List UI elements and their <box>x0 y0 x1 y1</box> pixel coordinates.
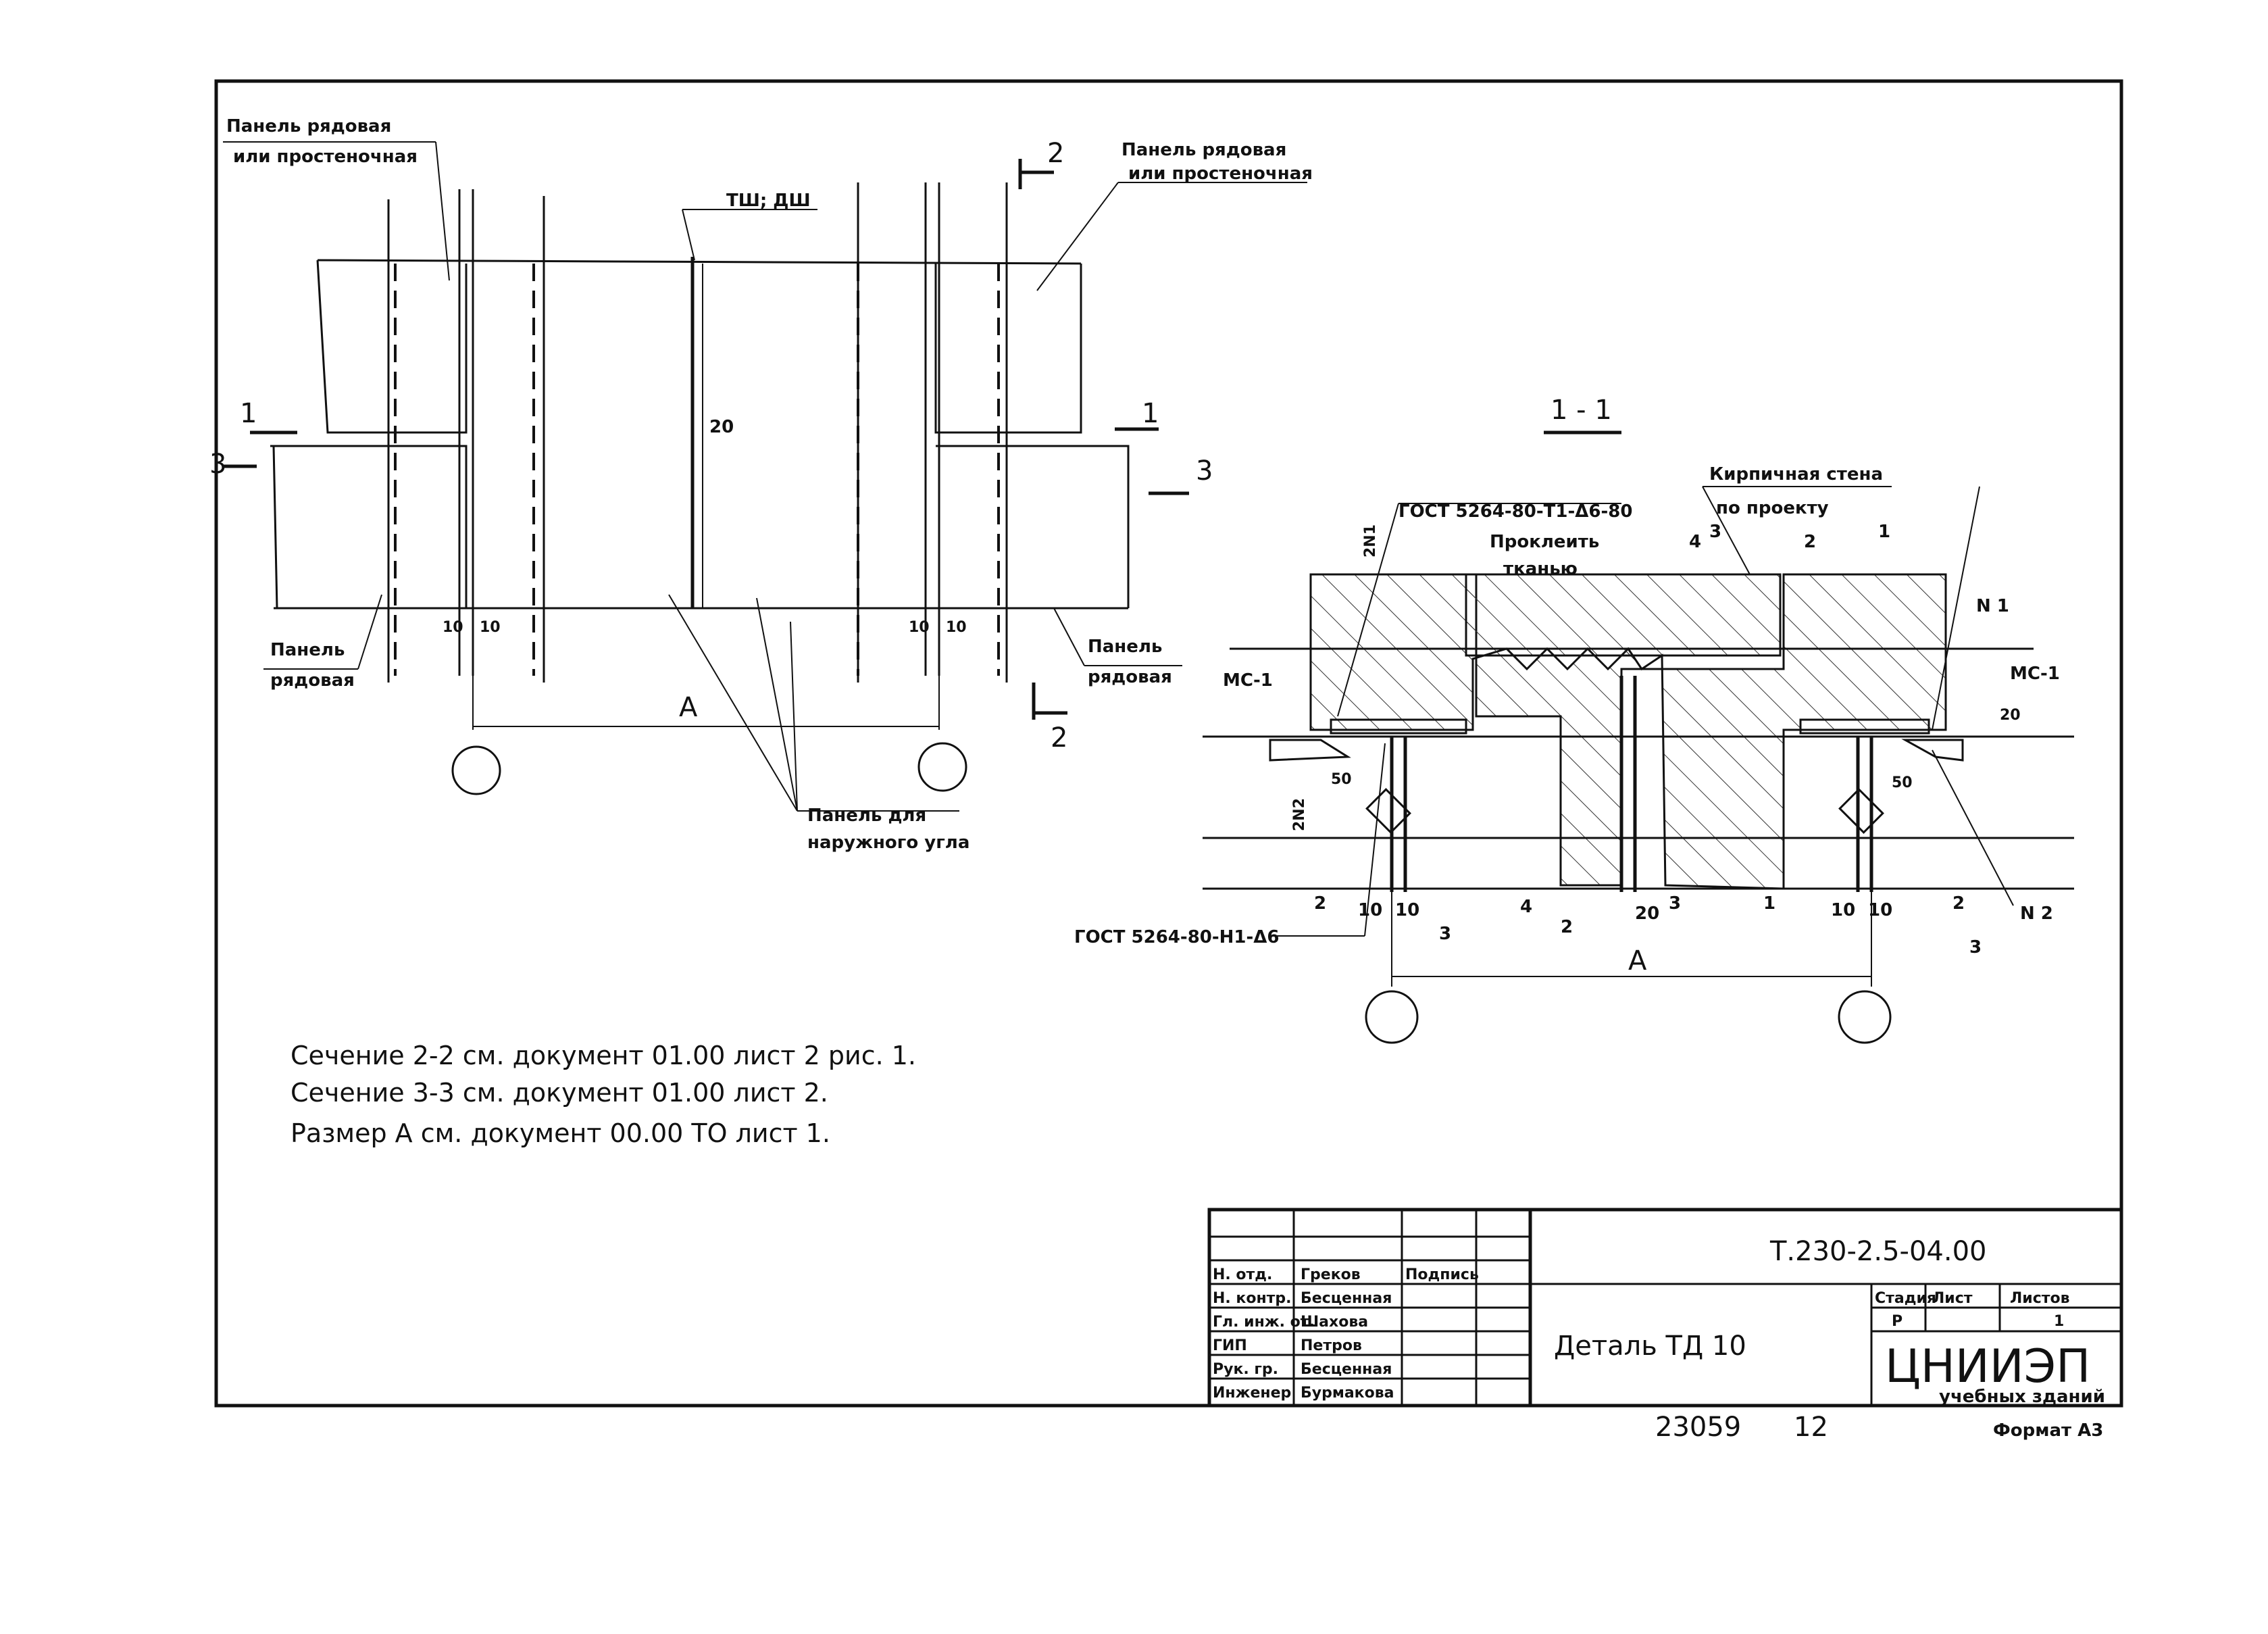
footer-inv: 23059 <box>1655 1412 1741 1443</box>
tb-role-1: Н. контр. <box>1213 1290 1292 1307</box>
tb-role-4: Рук. гр. <box>1213 1361 1278 1378</box>
tb-name-3: Петров <box>1301 1337 1362 1354</box>
label-num-2-top: 2 <box>1804 532 1816 552</box>
footer-num: 12 <box>1794 1412 1828 1443</box>
tb-sign-col: Подпись <box>1405 1266 1479 1283</box>
plan-dim-20: 20 <box>709 417 734 437</box>
label-panel-corner-2: наружного угла <box>807 833 969 853</box>
panel-slab <box>1465 573 1782 657</box>
cut-3-left: 3 <box>209 449 226 480</box>
label-dim-10-l1: 10 <box>1358 900 1382 920</box>
label-num-4-top: 4 <box>1689 532 1701 552</box>
plan-dim-10-right-b: 10 <box>946 619 967 636</box>
label-dim-10-r1: 10 <box>1831 900 1855 920</box>
label-dim-20-right: 20 <box>2000 707 2021 724</box>
axis-marker-right <box>917 742 967 792</box>
label-panel-pier-right-1: Панель рядовая <box>1122 140 1286 160</box>
label-dim-10-r2: 10 <box>1868 900 1892 920</box>
footer-format: Формат А3 <box>1993 1420 2103 1441</box>
label-panel-corner-1: Панель для <box>807 806 926 826</box>
label-num-3-top: 3 <box>1709 522 1721 542</box>
label-gost-top: ГОСТ 5264-80-Т1-Δ6-80 <box>1398 501 1632 522</box>
tb-name-2: Шахова <box>1301 1314 1368 1331</box>
tb-name-1: Бесценная <box>1301 1290 1392 1307</box>
label-mc-left: МС-1 <box>1223 670 1273 691</box>
label-panel-pier-left-1: Панель рядовая <box>226 116 391 137</box>
label-num-3-bm: 3 <box>1669 893 1681 914</box>
plan-dim-10-left-b: 10 <box>480 619 501 636</box>
label-num-2-br: 2 <box>1952 893 1965 914</box>
section-axis-left <box>1365 990 1419 1044</box>
cut-3-right: 3 <box>1196 455 1213 487</box>
tb-sheets: 1 <box>2054 1313 2064 1330</box>
cut-2-bottom: 2 <box>1051 722 1067 753</box>
tb-name-5: Бурмакова <box>1301 1385 1394 1402</box>
plan-view: А 20 10 10 10 10 2 2 1 1 3 3 <box>209 116 1313 853</box>
tb-hdr-sheet: Лист <box>1932 1290 1973 1307</box>
section-dim-a: А <box>1628 945 1647 976</box>
tb-name-0: Греков <box>1301 1266 1361 1283</box>
title-block: Т.230-2.5-04.00 Деталь ТД 10 Стадия Лист… <box>1207 1208 2123 1408</box>
tb-stage: Р <box>1892 1313 1902 1330</box>
label-num-3-bl: 3 <box>1439 924 1451 944</box>
plan-dim-10-right-a: 10 <box>909 619 930 636</box>
notes: Сечение 2-2 см. документ 01.00 лист 2 ри… <box>291 1041 916 1148</box>
note-1: Сечение 2-2 см. документ 01.00 лист 2 ри… <box>291 1041 916 1070</box>
cut-1-right: 1 <box>1142 398 1159 429</box>
label-brick-wall-2: по проекту <box>1716 498 1829 518</box>
tb-title: Деталь ТД 10 <box>1554 1331 1746 1362</box>
tb-org-main: ЦНИИЭП <box>1885 1340 2090 1393</box>
label-panel-pier-left-2: или простеночная <box>233 147 418 167</box>
label-num-1-br: 1 <box>1763 893 1775 914</box>
label-num-2-bl: 2 <box>1314 893 1326 914</box>
label-dim-50-left: 50 <box>1331 771 1352 788</box>
tb-role-3: ГИП <box>1213 1337 1247 1354</box>
section-title: 1 - 1 <box>1551 395 1612 426</box>
label-panel-pier-right-2: или простеночная <box>1128 164 1313 184</box>
label-2n1: 2N1 <box>1362 524 1379 558</box>
tb-role-0: Н. отд. <box>1213 1266 1272 1283</box>
label-num-3-br: 3 <box>1969 937 1982 958</box>
cut-1-left: 1 <box>240 398 257 429</box>
axis-marker-left <box>451 745 501 795</box>
note-2: Сечение 3-3 см. документ 01.00 лист 2. <box>291 1078 828 1108</box>
tb-hdr-sheets: Листов <box>2010 1290 2070 1307</box>
label-num-4-bm: 4 <box>1520 897 1532 917</box>
drawing-frame <box>214 79 2123 1408</box>
plan-dim-a: А <box>679 692 698 723</box>
section-1-1: 1 - 1 А <box>1074 395 2074 1044</box>
tb-org-sub: учебных зданий <box>1939 1387 2105 1407</box>
label-brick-wall-1: Кирпичная стена <box>1709 464 1883 485</box>
section-axis-right <box>1838 990 1892 1044</box>
label-dim-20-mid: 20 <box>1635 903 1659 924</box>
label-n2: N 2 <box>2020 903 2053 924</box>
label-n1: N 1 <box>1976 596 2009 616</box>
note-3: Размер А см. документ 00.00 ТО лист 1. <box>291 1118 830 1148</box>
tb-role-2: Гл. инж. от. <box>1213 1314 1315 1331</box>
label-panel-ordinary-right-2: рядовая <box>1088 667 1172 687</box>
label-2n2: 2N2 <box>1291 798 1308 831</box>
tb-role-5: Инженер <box>1213 1385 1291 1402</box>
label-gost-bottom: ГОСТ 5264-80-Н1-Δ6 <box>1074 927 1280 947</box>
label-panel-ordinary-right-1: Панель <box>1088 637 1162 657</box>
label-glue-1: Проклеить <box>1490 532 1599 552</box>
label-num-2-bm: 2 <box>1561 917 1573 937</box>
label-dim-10-l2: 10 <box>1395 900 1419 920</box>
label-panel-ordinary-left-2: рядовая <box>270 670 355 691</box>
plan-dim-10-left-a: 10 <box>443 619 463 636</box>
tb-name-4: Бесценная <box>1301 1361 1392 1378</box>
label-joint-mark: ТШ; ДШ <box>726 191 811 211</box>
label-num-1-top: 1 <box>1878 522 1890 542</box>
tb-doc-code: Т.230-2.5-04.00 <box>1769 1236 1987 1267</box>
cut-2-top: 2 <box>1047 138 1064 169</box>
label-dim-50-right: 50 <box>1892 774 1913 791</box>
label-mc-right: МС-1 <box>2010 664 2060 684</box>
tb-hdr-stage: Стадия <box>1875 1290 1936 1307</box>
label-glue-2: тканью <box>1503 559 1578 579</box>
label-panel-ordinary-left-1: Панель <box>270 640 345 660</box>
